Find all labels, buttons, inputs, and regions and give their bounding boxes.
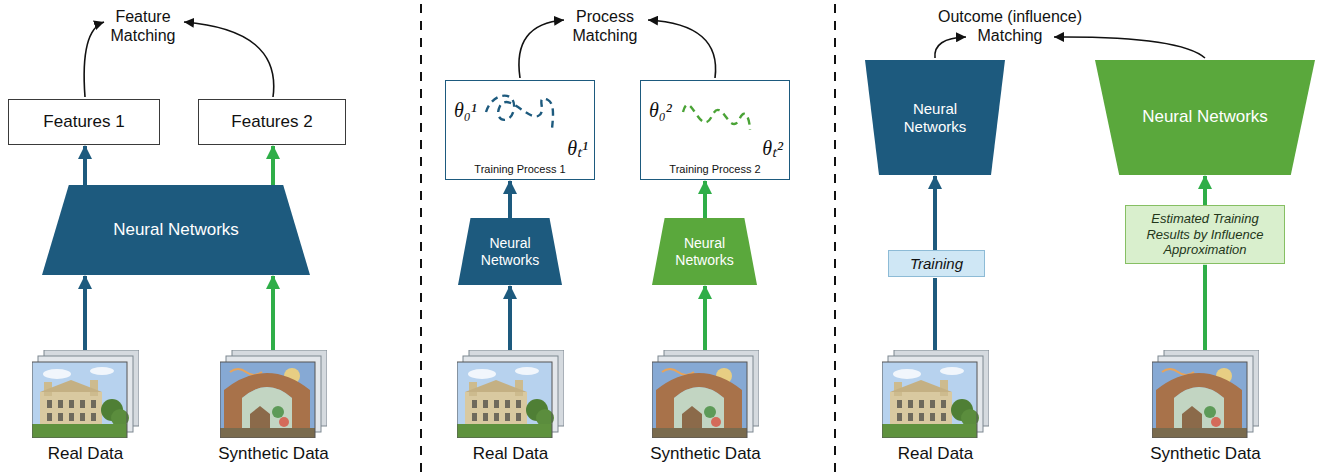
estimate-box: Estimated Training Results by Influence …: [1125, 205, 1285, 264]
trapezoid-fill: [458, 218, 562, 285]
training-box: Training: [888, 250, 985, 277]
network-trapezoid: Neural Networks: [1095, 60, 1315, 175]
parameter-symbol: θ₀²: [649, 99, 672, 121]
network-trapezoid: Neural Networks: [865, 60, 1005, 175]
box-label: Features 1: [43, 112, 124, 132]
image-caption: Real Data: [866, 444, 1005, 464]
data-image-stack: Real Data: [441, 350, 580, 464]
process-caption: Training Process 1: [446, 163, 594, 176]
connector-arrow: [933, 176, 937, 250]
network-label: Neural Networks: [892, 100, 979, 136]
connector-arrow: [83, 146, 87, 185]
connector-arrow: [703, 181, 707, 218]
network-trapezoid: Neural Networks: [652, 218, 757, 285]
connector-arrow: [271, 276, 275, 350]
connector-arrow: [508, 181, 512, 218]
data-image-stack: Synthetic Data: [204, 350, 343, 464]
network-label: Neural Networks: [113, 220, 239, 240]
matching-label: Process Matching: [560, 7, 650, 45]
data-image-stack: Synthetic Data: [636, 350, 775, 464]
feature-box: Features 2: [198, 99, 346, 145]
connector-arrow: [83, 276, 87, 350]
connector-arrow: [703, 286, 707, 350]
network-trapezoid: Neural Networks: [42, 185, 310, 275]
trapezoid-fill: [42, 185, 310, 275]
network-trapezoid: Neural Networks: [458, 218, 562, 285]
connector-arrow: [1203, 265, 1207, 350]
network-label: Neural Networks: [473, 235, 548, 269]
network-label: Neural Networks: [1142, 107, 1268, 127]
connector-arrow: [933, 278, 937, 350]
feature-box: Features 1: [8, 99, 160, 145]
data-image-stack: Synthetic Data: [1136, 350, 1275, 464]
network-label: Neural Networks: [667, 235, 743, 269]
process-caption: Training Process 2: [641, 163, 789, 176]
training-process-box: θ₀² θₜ² Training Process 2: [640, 80, 790, 180]
parameter-symbol: θₜ¹: [567, 137, 588, 159]
box-label: Estimated Training Results by Influence …: [1132, 211, 1278, 258]
parameter-symbol: θₜ²: [762, 137, 783, 159]
data-image-stack: Real Data: [866, 350, 1005, 464]
trapezoid-fill: [652, 218, 757, 285]
image-caption: Synthetic Data: [204, 444, 343, 464]
image-caption: Real Data: [441, 444, 580, 464]
training-process-box: θ₀¹ θₜ¹ Training Process 1: [445, 80, 595, 180]
trapezoid-fill: [865, 60, 1005, 175]
parameter-symbol: θ₀¹: [454, 99, 477, 121]
box-label: Training: [910, 255, 963, 273]
trapezoid-fill: [1095, 60, 1315, 175]
matching-label: Outcome (influence) Matching: [925, 7, 1095, 45]
data-image-stack: Real Data: [16, 350, 155, 464]
image-caption: Synthetic Data: [1136, 444, 1275, 464]
box-label: Features 2: [231, 112, 312, 132]
image-caption: Real Data: [16, 444, 155, 464]
connector-arrow: [271, 146, 275, 185]
connector-arrow: [508, 286, 512, 350]
image-caption: Synthetic Data: [636, 444, 775, 464]
connector-arrow: [1203, 176, 1207, 205]
matching-label: Feature Matching: [98, 7, 188, 45]
